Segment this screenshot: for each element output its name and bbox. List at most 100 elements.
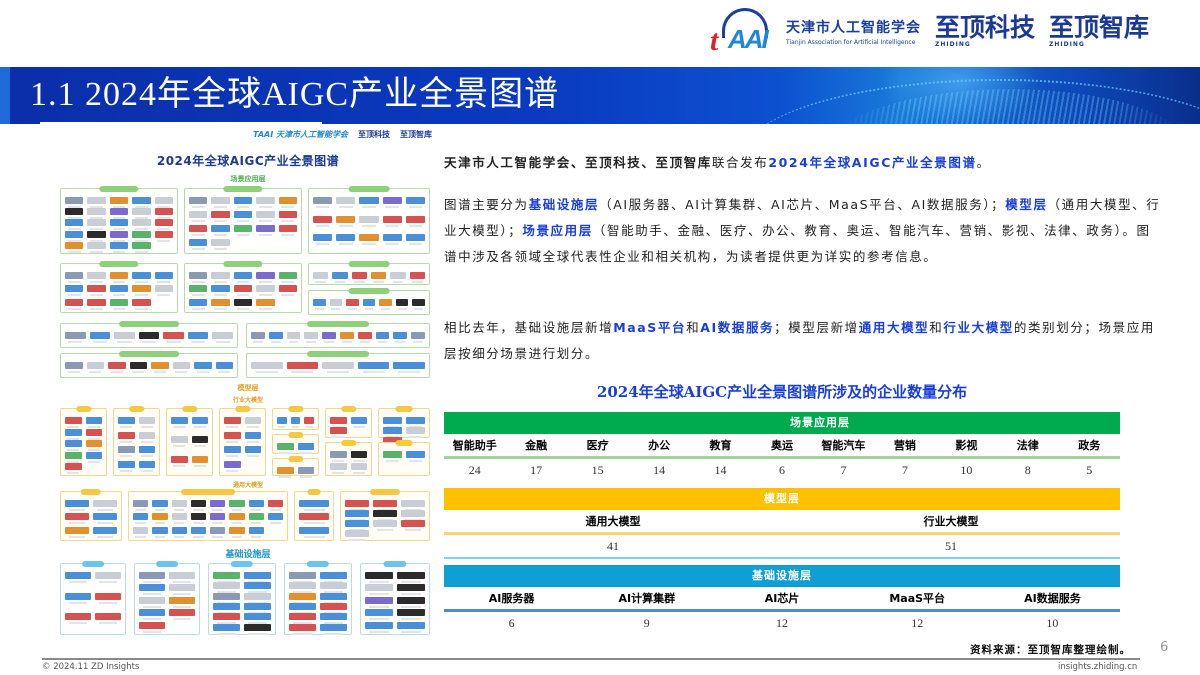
application-layer-label: 场景应用层 (230, 175, 266, 183)
structure-text-c: （通用大模型、行业大模型）； (444, 197, 1161, 238)
industry-model-box-8 (325, 406, 372, 438)
infrastructure-layer-columns: AI服务器 AI计算集群 AI芯片 MaaS平台 AI数据服务 (444, 587, 1120, 609)
table-cell: 17 (530, 462, 543, 477)
table-cell: 7 (901, 462, 908, 477)
table-cell: 6 (508, 615, 515, 630)
column-header: AI计算集群 (618, 592, 676, 605)
table-cell: 6 (778, 462, 785, 477)
column-header: AI数据服务 (1024, 592, 1081, 605)
intro-text: 联合发布 (711, 155, 769, 170)
table-cell: 51 (945, 538, 957, 553)
column-header: 营销 (893, 439, 916, 452)
table-cell: 9 (643, 615, 650, 630)
changes-text-b: 和 (686, 320, 701, 335)
zhiding-think-name-en: ZHIDING (1049, 41, 1085, 48)
column-header: AI服务器 (488, 592, 535, 605)
table-divider (444, 557, 1120, 559)
industry-model-box-10 (378, 406, 430, 448)
application-layer-columns: 智能助手 金融 医疗 办公 教育 奥运 智能汽车 营销 影视 法律 政务 (444, 434, 1120, 456)
infographic-logo-zhiding-tech: 至顶科技 (358, 130, 390, 139)
model-layer-table: 模型层 通用大模型 行业大模型 41 51 (444, 488, 1120, 559)
infra-box-ai-data (360, 561, 430, 635)
app-box-law (60, 351, 238, 378)
infra-box-ai-chip (208, 561, 276, 635)
infra-box-ai-server (60, 561, 126, 635)
industry-model-box-2 (113, 406, 160, 476)
ai-data-highlight: AI数据服务 (700, 320, 775, 335)
aigc-landscape-infographic: TAAI 天津市人工智能学会 至顶科技 至顶智库 2024年全球AIGC产业全景… (56, 127, 440, 637)
column-header: 行业大模型 (923, 515, 979, 528)
application-layer-header: 场景应用层 (444, 412, 1120, 434)
general-model-box-2 (128, 489, 288, 541)
app-box-medical (308, 186, 430, 254)
table-cell: 7 (840, 462, 847, 477)
report-name-highlight: 2024年全球AIGC产业全景图谱 (768, 155, 977, 170)
distribution-title: 2024年全球AIGC产业全景图谱所涉及的企业数量分布 (596, 383, 968, 401)
industry-model-box-7 (272, 456, 319, 478)
general-model-box-1 (60, 489, 122, 541)
industry-model-box-6 (272, 432, 319, 454)
column-header: 政务 (1078, 439, 1101, 452)
column-header: 智能汽车 (821, 439, 866, 452)
maas-highlight: MaaS平台 (613, 320, 687, 335)
column-header: 奥运 (770, 439, 793, 452)
structure-text-d: （智能助手、金融、医疗、办公、教育、奥运、智能汽车、营销、影视、法律、政务）。图… (444, 223, 1151, 264)
app-box-education (184, 261, 302, 313)
column-header: 影视 (955, 439, 978, 452)
app-box-office (60, 261, 178, 313)
website-link[interactable]: insights.zhiding.cn (1058, 662, 1138, 672)
data-source-note: 资料来源：至顶智库整理绘制。 (970, 644, 1131, 656)
industry-model-box-1 (60, 406, 107, 476)
industry-model-box-9 (325, 440, 372, 476)
table-cell: 10 (1046, 615, 1059, 630)
model-layer-columns: 通用大模型 行业大模型 (444, 510, 1120, 532)
intro-end: 。 (976, 155, 991, 170)
footer-divider (42, 658, 1140, 660)
changes-paragraph: 相比去年，基础设施层新增MaaS平台和AI数据服务；模型层新增通用大模型和行业大… (444, 315, 1164, 367)
column-header: MaaS平台 (889, 592, 946, 605)
table-cell: 14 (653, 462, 666, 477)
infrastructure-layer-label: 基础设施层 (225, 550, 271, 560)
app-box-marketing (60, 321, 238, 348)
general-model-box-3 (294, 489, 334, 541)
infrastructure-layer-values: 6 9 12 12 10 (444, 612, 1120, 634)
page-number: 6 (1160, 640, 1169, 655)
taai-name-en: Tianjin Association for Artificial Intel… (786, 38, 916, 46)
changes-text-c: ；模型层新增 (774, 320, 859, 335)
general-model-highlight: 通用大模型 (858, 320, 930, 335)
table-divider (444, 456, 1120, 459)
table-cell: 10 (960, 462, 973, 477)
taai-logo: t AAI 天津市人工智能学会 Tianjin Association for … (706, 6, 921, 57)
application-layer-table: 场景应用层 智能助手 金融 医疗 办公 教育 奥运 智能汽车 营销 影视 法律 … (444, 412, 1120, 481)
changes-text-d: 和 (929, 320, 944, 335)
zhiding-tech-name-en: ZHIDING (935, 41, 971, 48)
infrastructure-layer-highlight: 基础设施层 (528, 197, 600, 212)
globe-decoration-icon (740, 79, 1200, 124)
app-box-finance (184, 186, 302, 254)
structure-text-b: （AI服务器、AI计算集群、AI芯片、MaaS平台、AI数据服务）； (599, 197, 1006, 212)
general-model-label: 通用大模型 (232, 482, 263, 489)
column-header: 教育 (709, 439, 732, 452)
column-header: 办公 (648, 439, 671, 452)
infrastructure-layer-header: 基础设施层 (444, 565, 1120, 587)
zhiding-think-name: 至顶智库 (1049, 13, 1150, 42)
table-cell: 41 (607, 538, 619, 553)
table-cell: 15 (591, 462, 604, 477)
changes-text-e: 的类别划分；场景应用层按细分场景进行划分。 (444, 320, 1155, 361)
table-cell: 12 (776, 615, 788, 630)
header-logos: t AAI 天津市人工智能学会 Tianjin Association for … (700, 0, 1200, 62)
intro-paragraph: 天津市人工智能学会、至顶科技、至顶智库联合发布2024年全球AIGC产业全景图谱… (444, 150, 1164, 176)
title-underline (40, 122, 322, 125)
app-box-film (246, 321, 430, 348)
infrastructure-layer-table: 基础设施层 AI服务器 AI计算集群 AI芯片 MaaS平台 AI数据服务 6 … (444, 565, 1120, 634)
table-cell: 5 (1086, 462, 1093, 477)
app-box-smart-car (308, 288, 430, 315)
table-cell: 24 (468, 462, 481, 477)
table-cell: 12 (911, 615, 924, 630)
model-layer-label: 模型层 (237, 384, 259, 392)
zhiding-tech-name: 至顶科技 (935, 13, 1036, 42)
structure-text-a: 图谱主要分为 (444, 197, 529, 212)
app-box-olympics (308, 261, 430, 285)
table-divider (444, 532, 1120, 535)
column-header: 通用大模型 (585, 515, 641, 528)
